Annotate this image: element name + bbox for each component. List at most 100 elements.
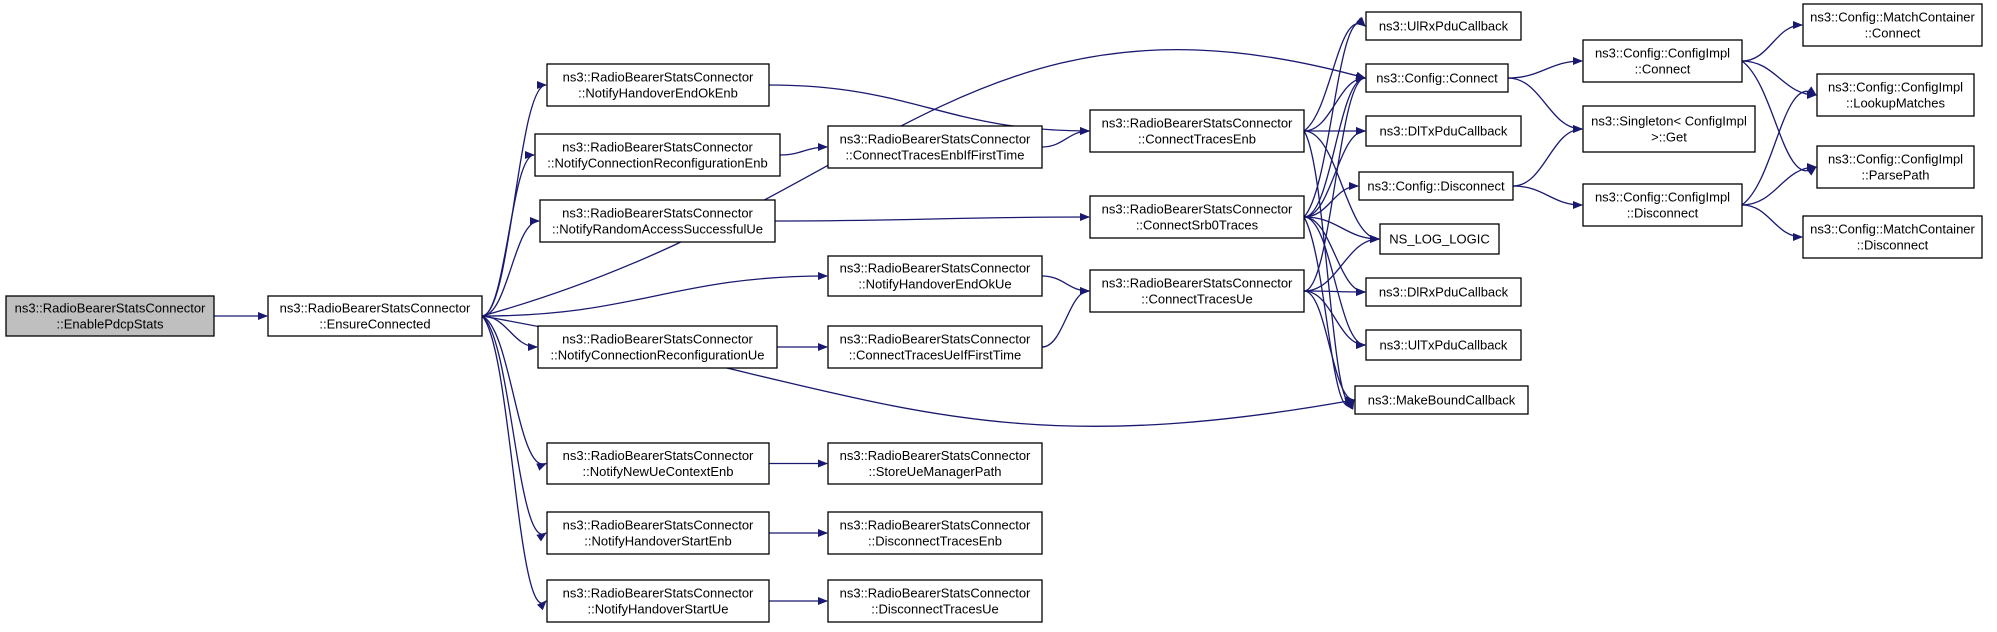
edge-path [1303, 130, 1380, 243]
edge-path [1303, 216, 1355, 410]
edge-path [481, 49, 1366, 317]
graph-node-ensure[interactable]: ns3::RadioBearerStatsConnector::EnsureCo… [267, 295, 483, 337]
edge-path [481, 217, 540, 317]
node-label-line: ns3::UlRxPduCallback [1379, 19, 1509, 34]
edge-ctSrb0-to-dlTx [1303, 127, 1366, 218]
node-label-line: ::NotifyRandomAccessSuccessfulUe [552, 222, 763, 237]
graph-node-raSuccUe[interactable]: ns3::RadioBearerStatsConnector::NotifyRa… [539, 199, 776, 243]
graph-node-mcDisconnect[interactable]: ns3::Config::MatchContainer::Disconnect [1802, 215, 1983, 259]
node-label-line: ns3::RadioBearerStatsConnector [840, 586, 1031, 601]
node-label-line: ns3::UlTxPduCallback [1380, 338, 1508, 353]
node-label-line: ns3::RadioBearerStatsConnector [562, 206, 753, 221]
graph-node-ulTx[interactable]: ns3::UlTxPduCallback [1365, 329, 1522, 361]
edge-path [1041, 275, 1090, 295]
graph-node-ulRx[interactable]: ns3::UlRxPduCallback [1365, 11, 1522, 41]
node-label-line: NS_LOG_LOGIC [1389, 232, 1489, 247]
graph-node-dlTx[interactable]: ns3::DlTxPduCallback [1365, 115, 1522, 147]
node-label-line: ns3::RadioBearerStatsConnector [562, 332, 753, 347]
edge-path [1303, 74, 1366, 292]
edge-ctUe-to-ulTx [1303, 290, 1366, 349]
graph-node-mcConnect[interactable]: ns3::Config::MatchContainer::Connect [1802, 3, 1983, 47]
edge-ensure-to-hoEndOkEnb [481, 81, 547, 317]
node-box [534, 133, 781, 177]
node-label-line: ns3::Singleton< ConfigImpl [1591, 114, 1747, 129]
edge-ctEnbIfFirst-to-ctEnb [1041, 127, 1090, 148]
graph-node-cfgDisconnect[interactable]: ns3::Config::Disconnect [1358, 171, 1514, 201]
graph-node-newUeCtxEnb[interactable]: ns3::RadioBearerStatsConnector::NotifyNe… [546, 442, 770, 485]
graph-node-parsePath[interactable]: ns3::Config::ConfigImpl::ParsePath [1816, 145, 1975, 189]
graph-node-singleton[interactable]: ns3::Singleton< ConfigImpl >::Get [1582, 105, 1756, 153]
edge-path [1303, 182, 1359, 218]
edge-path [1303, 287, 1366, 296]
graph-node-discUe[interactable]: ns3::RadioBearerStatsConnector::Disconne… [827, 579, 1043, 623]
graph-node-connReconfEnb[interactable]: ns3::RadioBearerStatsConnector::NotifyCo… [534, 133, 781, 177]
node-label-line: ns3::Config::ConfigImpl [1595, 46, 1730, 61]
node-label-line: ::ConnectTracesUe [1141, 292, 1253, 307]
node-label-line: ::Disconnect [1627, 206, 1699, 221]
node-label-line: ns3::Config::MatchContainer [1810, 10, 1975, 25]
graph-node-connReconfUe[interactable]: ns3::RadioBearerStatsConnector::NotifyCo… [537, 325, 778, 369]
graph-node-ctUeIfFirst[interactable]: ns3::RadioBearerStatsConnector::ConnectT… [827, 325, 1043, 369]
node-label-line: ::NotifyConnectionReconfigurationEnb [547, 156, 767, 171]
graph-node-hoEndOkUe[interactable]: ns3::RadioBearerStatsConnector::NotifyHa… [827, 255, 1043, 297]
graph-node-lookup[interactable]: ns3::Config::ConfigImpl::LookupMatches [1816, 73, 1975, 117]
node-label-line: ::NotifyHandoverEndOkEnb [578, 86, 738, 101]
node-box [539, 199, 776, 243]
edge-ctEnb-to-nsLog [1303, 130, 1380, 243]
node-label-line: ns3::RadioBearerStatsConnector [840, 448, 1031, 463]
edge-cfgDisconnect-to-singleton [1512, 125, 1583, 187]
node-box [827, 325, 1043, 369]
edge-ensure-to-raSuccUe [481, 217, 540, 317]
edge-path [1507, 77, 1583, 133]
graph-node-storeUeMgr[interactable]: ns3::RadioBearerStatsConnector::StoreUeM… [827, 442, 1043, 485]
node-label-line: ns3::RadioBearerStatsConnector [1102, 276, 1293, 291]
graph-node-implConnect[interactable]: ns3::Config::ConfigImpl::Connect [1582, 39, 1743, 83]
edge-path [1741, 21, 1803, 62]
graph-node-hoStartEnb[interactable]: ns3::RadioBearerStatsConnector::NotifyHa… [546, 511, 770, 555]
node-box [1816, 145, 1975, 189]
edge-implDisconnect-to-lookup [1741, 86, 1817, 206]
edge-path [1041, 127, 1090, 148]
node-box [1365, 115, 1522, 147]
edge-path [1741, 204, 1803, 241]
node-label-line: ns3::Config::ConfigImpl [1828, 152, 1963, 167]
graph-node-hoEndOkEnb[interactable]: ns3::RadioBearerStatsConnector::NotifyHa… [546, 63, 770, 107]
graph-node-cfgConnect[interactable]: ns3::Config::Connect [1365, 63, 1509, 93]
edge-ensure-to-hoStartUe [481, 315, 547, 611]
graph-node-discEnb[interactable]: ns3::RadioBearerStatsConnector::Disconne… [827, 511, 1043, 555]
node-label-line: ns3::RadioBearerStatsConnector [563, 518, 754, 533]
edge-path [481, 272, 828, 317]
node-box [1365, 11, 1522, 41]
node-label-line: ::DisconnectTracesEnb [868, 534, 1002, 549]
graph-node-ctUe[interactable]: ns3::RadioBearerStatsConnector::ConnectT… [1089, 269, 1305, 313]
node-box [827, 511, 1043, 555]
edge-ensure-to-newUeCtxEnb [481, 315, 547, 471]
graph-node-ctEnbIfFirst[interactable]: ns3::RadioBearerStatsConnector::ConnectT… [827, 125, 1043, 169]
edge-implDisconnect-to-mcDisconnect [1741, 204, 1803, 241]
edge-raSuccUe-to-ctSrb0 [774, 213, 1090, 222]
node-box [1802, 215, 1983, 259]
edge-ctUe-to-makeBound [1303, 290, 1355, 404]
node-label-line: ns3::Config::Disconnect [1367, 179, 1505, 194]
edge-path [1303, 235, 1380, 292]
graph-node-hoStartUe[interactable]: ns3::RadioBearerStatsConnector::NotifyHa… [546, 579, 770, 623]
graph-node-implDisconnect[interactable]: ns3::Config::ConfigImpl::Disconnect [1582, 183, 1743, 227]
graph-node-ctEnb[interactable]: ns3::RadioBearerStatsConnector::ConnectT… [1089, 109, 1305, 153]
node-label-line: ::Connect [1865, 26, 1921, 41]
node-label-line: ::LookupMatches [1846, 96, 1946, 111]
graph-node-dlRx[interactable]: ns3::DlRxPduCallback [1365, 277, 1522, 307]
edge-ctUe-to-nsLog [1303, 235, 1380, 292]
node-box [1582, 183, 1743, 227]
edge-cfgConnect-to-implConnect [1507, 57, 1583, 79]
edge-path [768, 84, 1090, 135]
graph-node-nsLog[interactable]: NS_LOG_LOGIC [1379, 223, 1500, 255]
edge-ctUeIfFirst-to-ctUe [1041, 287, 1090, 348]
graph-node-makeBound[interactable]: ns3::MakeBoundCallback [1354, 385, 1529, 415]
graph-node-root[interactable]: ns3::RadioBearerStatsConnector::EnablePd… [5, 295, 215, 337]
graph-node-ctSrb0[interactable]: ns3::RadioBearerStatsConnector::ConnectS… [1089, 195, 1305, 239]
node-box [537, 325, 778, 369]
edge-path [481, 315, 547, 471]
node-label-line: ::DisconnectTracesUe [871, 602, 998, 617]
node-box [1365, 63, 1509, 93]
